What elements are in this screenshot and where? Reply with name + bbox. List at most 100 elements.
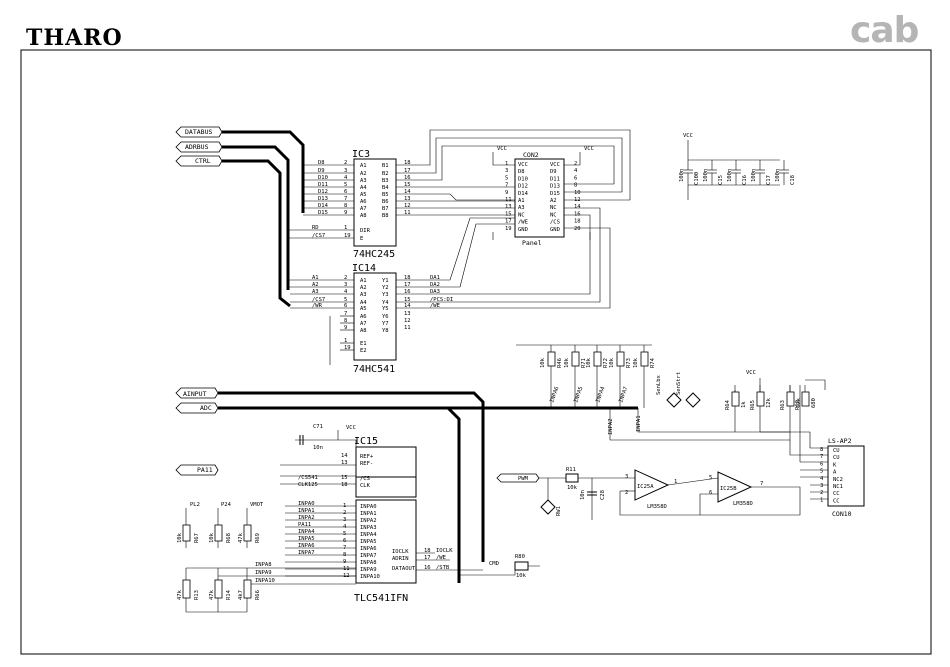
con2-num-left: 13: [505, 204, 512, 210]
cap-c28: C28 10n: [580, 490, 606, 500]
resistor-body: [731, 391, 740, 407]
ic14-pin-name: A8: [360, 328, 367, 334]
cap-value: 100n: [751, 169, 757, 182]
sheet-border: [20, 49, 932, 655]
c28-val: 10n: [580, 490, 586, 500]
ic14-symbol: IC14 74HC541 A12A23A34A45A56A67A78A89E11…: [312, 263, 453, 375]
res-ref: R72: [603, 358, 609, 368]
ic15-pin-left: INPA7: [360, 553, 377, 559]
ic14-pin-num: 6: [344, 303, 347, 309]
ic25b-pin6: 6: [709, 490, 712, 496]
res-ref: R62: [795, 400, 801, 410]
con2-num-right: 6: [574, 175, 577, 181]
bus-databus: DATABUS: [175, 126, 223, 138]
ic15-net-left: PA11: [298, 522, 311, 528]
ic14-pin-num: 12: [404, 318, 411, 324]
ic15-pin-left: INPA6: [360, 546, 377, 552]
bus-ainput: AINPUT: [175, 387, 219, 399]
res-ref: R67: [194, 533, 200, 543]
ic15-pin-left: INPA8: [360, 560, 377, 566]
ic14-pin-name: Y5: [382, 306, 389, 312]
ic15-net-left: INPA7: [298, 550, 315, 556]
ctrl-label: CTRL: [195, 157, 211, 165]
ic14-pin-name: A2: [360, 285, 367, 291]
resistor-body: [214, 524, 223, 542]
res-value: 47k: [209, 589, 215, 600]
ic14-pin-num: 15: [404, 297, 411, 303]
ic14-pin-num: 19: [344, 345, 351, 351]
con2-pin-right: D15: [550, 191, 560, 197]
con2-num-right: 14: [574, 204, 581, 210]
ic14-pin-num: 17: [404, 282, 411, 288]
resistor-r80: R80 10k: [514, 554, 529, 579]
vcc-label-con10: VCC: [746, 370, 756, 376]
ic14-pin-num: 2: [344, 275, 347, 281]
ic15-pin-left: INPA9: [360, 567, 377, 573]
con2-num-right: 2: [574, 161, 577, 167]
c71-ref: C71: [313, 424, 323, 430]
ic3-pin-name: A8: [360, 213, 367, 219]
con2-pin-left: D8: [518, 169, 525, 175]
con2-pin-left: GND: [518, 227, 528, 233]
con10-num: 6: [820, 461, 823, 467]
ic3-pin-name: E: [360, 236, 363, 242]
ic14-net: A3: [312, 289, 319, 295]
con2-pin-left: /WE: [518, 220, 528, 226]
con2-num-right: 10: [574, 190, 581, 196]
ic3-pin-name: B7: [382, 206, 389, 212]
ic25b-pin5: 5: [709, 475, 712, 481]
con2-ref: CON2: [523, 151, 539, 159]
res-value: 47k: [238, 532, 244, 543]
resistor-body: [786, 391, 795, 407]
ic15-net-mid: CLK125: [298, 482, 318, 488]
ic14-pin-num: 11: [404, 325, 411, 331]
resistor-body: [801, 391, 810, 407]
net-pwm-port: PWM: [496, 473, 540, 483]
ic14-pin-num: 9: [344, 325, 347, 331]
ic14-pin-name: A7: [360, 321, 367, 327]
r80-ref: R80: [515, 554, 525, 560]
ic15-num-mid: 15: [341, 475, 348, 481]
ic3-pin-name: B1: [382, 163, 389, 169]
con2-pin-left: A3: [518, 205, 525, 211]
con2-num-left: 5: [505, 175, 508, 181]
con10-num: 5: [820, 469, 823, 475]
ic15-pin-top: REF+: [360, 454, 374, 460]
ic14-pin-name: A5: [360, 306, 367, 312]
ic14-pin-num: 7: [344, 311, 347, 317]
ic3-net: D12: [318, 189, 328, 195]
con10-num: 3: [820, 483, 823, 489]
ic3-net: D14: [318, 203, 329, 209]
pl2-label: PL2: [190, 502, 200, 508]
cap-value: 100n: [679, 169, 685, 182]
ic25a-pin3: 3: [625, 474, 628, 480]
res-value: 10k: [564, 357, 570, 368]
res-value: 10k: [209, 532, 215, 543]
ic14-pin-num: 16: [404, 289, 411, 295]
ic3-pin-num: 14: [404, 189, 411, 195]
con2-pin-left: D12: [518, 184, 528, 190]
cap-ref: C100: [694, 172, 700, 185]
ic15-pin-left: INPA0: [360, 504, 377, 510]
ic25b-pin7: 7: [760, 481, 763, 487]
con2-num-right: 18: [574, 219, 581, 225]
ic3-net: D11: [318, 182, 328, 188]
senlbx-label: SenLbx: [656, 374, 662, 395]
ic15-pin-right: ADRIN: [392, 556, 409, 562]
ic14-net: /WE: [430, 303, 440, 309]
top-res-net: INPA7: [618, 386, 629, 404]
resistor-body: [571, 351, 580, 367]
con2-pin-right: VCC: [550, 162, 560, 168]
ic14-pin-num: 14: [404, 303, 411, 309]
ic3-pin-num: 19: [344, 233, 351, 239]
ic15-pin-left: INPA3: [360, 525, 377, 531]
ic25a-pin1: 1: [674, 479, 677, 485]
ic3-pin-num: 6: [344, 189, 347, 195]
ic15-pin-left: INPA1: [360, 511, 377, 517]
ic3-pin-name: B6: [382, 199, 389, 205]
con10-pin: CU: [833, 455, 840, 461]
res-ref: R66: [255, 590, 261, 600]
ic3-pin-name: B5: [382, 192, 389, 198]
ic25a-ref: IC25A: [637, 484, 654, 490]
